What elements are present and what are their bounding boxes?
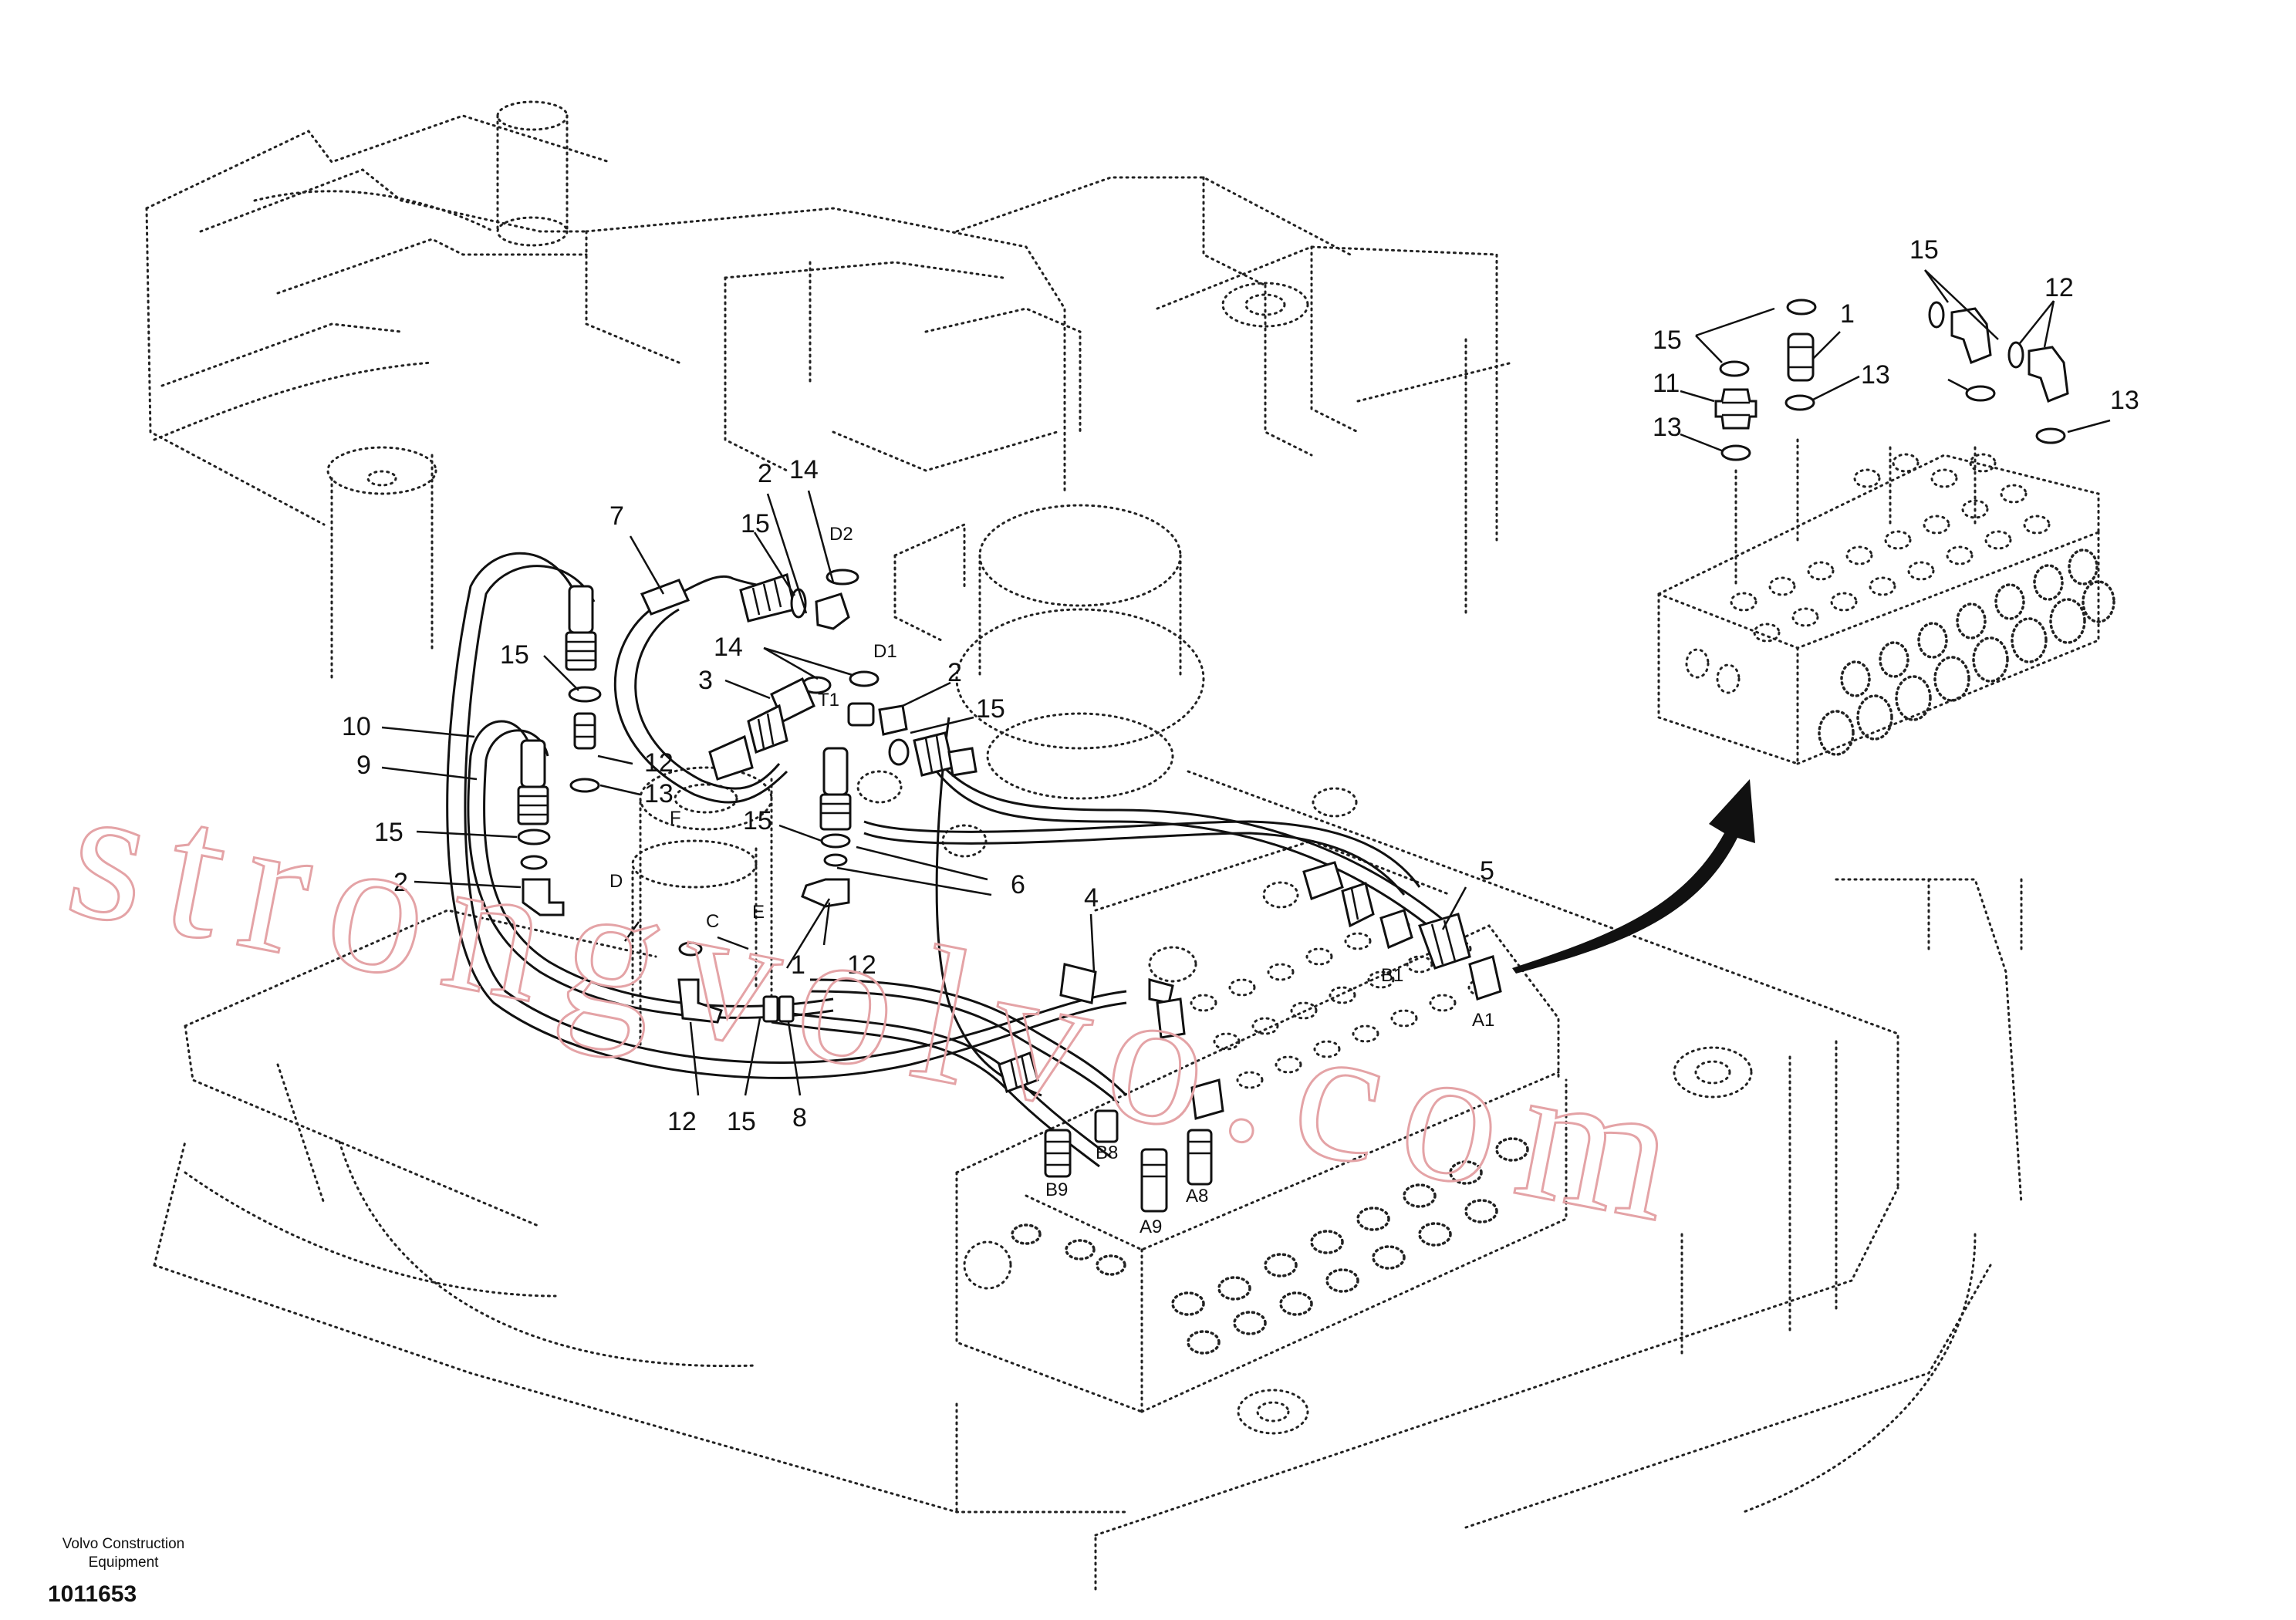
detail-elbow-12b [2028,346,2069,403]
detail-label-15a: 15 [1653,326,1682,355]
hose-10 [446,552,1127,1079]
port-b8: B8 [1096,1142,1118,1163]
detail-label-13c: 13 [2110,386,2139,415]
detail-label-13a: 13 [1653,413,1682,442]
label-15-bottom: 15 [727,1107,756,1136]
valve-spools [1011,916,1529,1355]
label-10: 10 [342,712,371,741]
machine-frame [145,100,2023,1591]
label-4: 4 [1084,883,1099,913]
port-a1: A1 [1472,1010,1494,1031]
label-15-center: 15 [743,806,772,835]
label-7: 7 [609,501,624,531]
label-2-mid: 2 [947,658,962,687]
label-14-mid: 14 [714,633,743,662]
detail-oring-13d [2035,427,2066,444]
detail-label-1: 1 [1840,299,1855,329]
label-12-center: 12 [847,950,876,980]
label-15-lower: 15 [374,818,403,847]
detail-oring-15c [1928,301,1945,329]
detail-oring-13c [1965,385,1996,402]
port-e: E [752,902,765,923]
hose-6 [863,832,1406,896]
detail-labels: 15 11 13 1 13 15 12 13 [1653,235,2139,442]
label-6: 6 [1011,870,1025,899]
label-14-top: 14 [789,455,819,484]
company-line-1: Volvo Construction [62,1536,185,1552]
port-c: C [706,911,719,932]
label-3: 3 [698,666,713,695]
detail-label-13b: 13 [1861,360,1890,390]
detail-oring-15b [1719,360,1750,377]
port-f: F [670,808,681,829]
detail-valve-view [1657,269,2115,765]
detail-oring-13a [1720,444,1751,461]
company-name: Volvo Construction Equipment [31,1535,216,1572]
label-2-top: 2 [758,459,772,488]
detail-elbow-12a [1950,307,1992,364]
document-number: 1011653 [48,1581,137,1607]
part-labels: 7 2 14 15 14 3 2 15 15 12 13 10 9 15 2 1… [342,455,1494,1136]
port-d1: D1 [873,641,897,662]
port-d2: D2 [829,524,853,545]
fittings [517,569,1502,1213]
watermark: strongvolvo.com [54,742,1714,1267]
label-1: 1 [791,950,805,980]
detail-arrow [1512,779,1755,974]
port-b9: B9 [1045,1180,1068,1200]
hose-5 [932,755,1451,927]
detail-label-11: 11 [1653,369,1680,398]
detail-ports [1730,453,2051,643]
label-12-left: 12 [644,748,674,778]
company-line-2: Equipment [88,1554,159,1571]
detail-label-12: 12 [2044,273,2074,302]
label-13-left: 13 [644,779,674,808]
label-2-lower: 2 [393,868,408,897]
label-12-bottom: 12 [667,1107,697,1136]
detail-label-15b: 15 [1909,235,1939,265]
detail-spools [1818,548,2115,756]
port-a9: A9 [1140,1217,1162,1237]
port-t1: T1 [818,690,839,710]
hose-4 [809,978,1128,1097]
detail-oring-15d [2007,341,2024,369]
label-8: 8 [792,1103,807,1132]
leader-lines [381,490,1467,1096]
port-labels: D2 D1 T1 F D C E B1 A1 B8 B9 A8 A9 [609,524,1494,1237]
label-5: 5 [1480,856,1494,886]
hose-7 [614,600,788,804]
detail-fitting-1 [1787,332,1815,382]
label-15-mid: 15 [976,694,1005,724]
label-15-top: 15 [741,509,770,538]
label-9: 9 [356,751,371,780]
detail-oring-15a [1786,299,1817,316]
port-a8: A8 [1186,1186,1208,1207]
port-d: D [609,871,623,892]
detail-fitting-11 [1714,388,1757,430]
port-b1: B1 [1381,965,1403,986]
label-15-left: 15 [500,640,529,670]
detail-oring-13b [1784,394,1815,411]
